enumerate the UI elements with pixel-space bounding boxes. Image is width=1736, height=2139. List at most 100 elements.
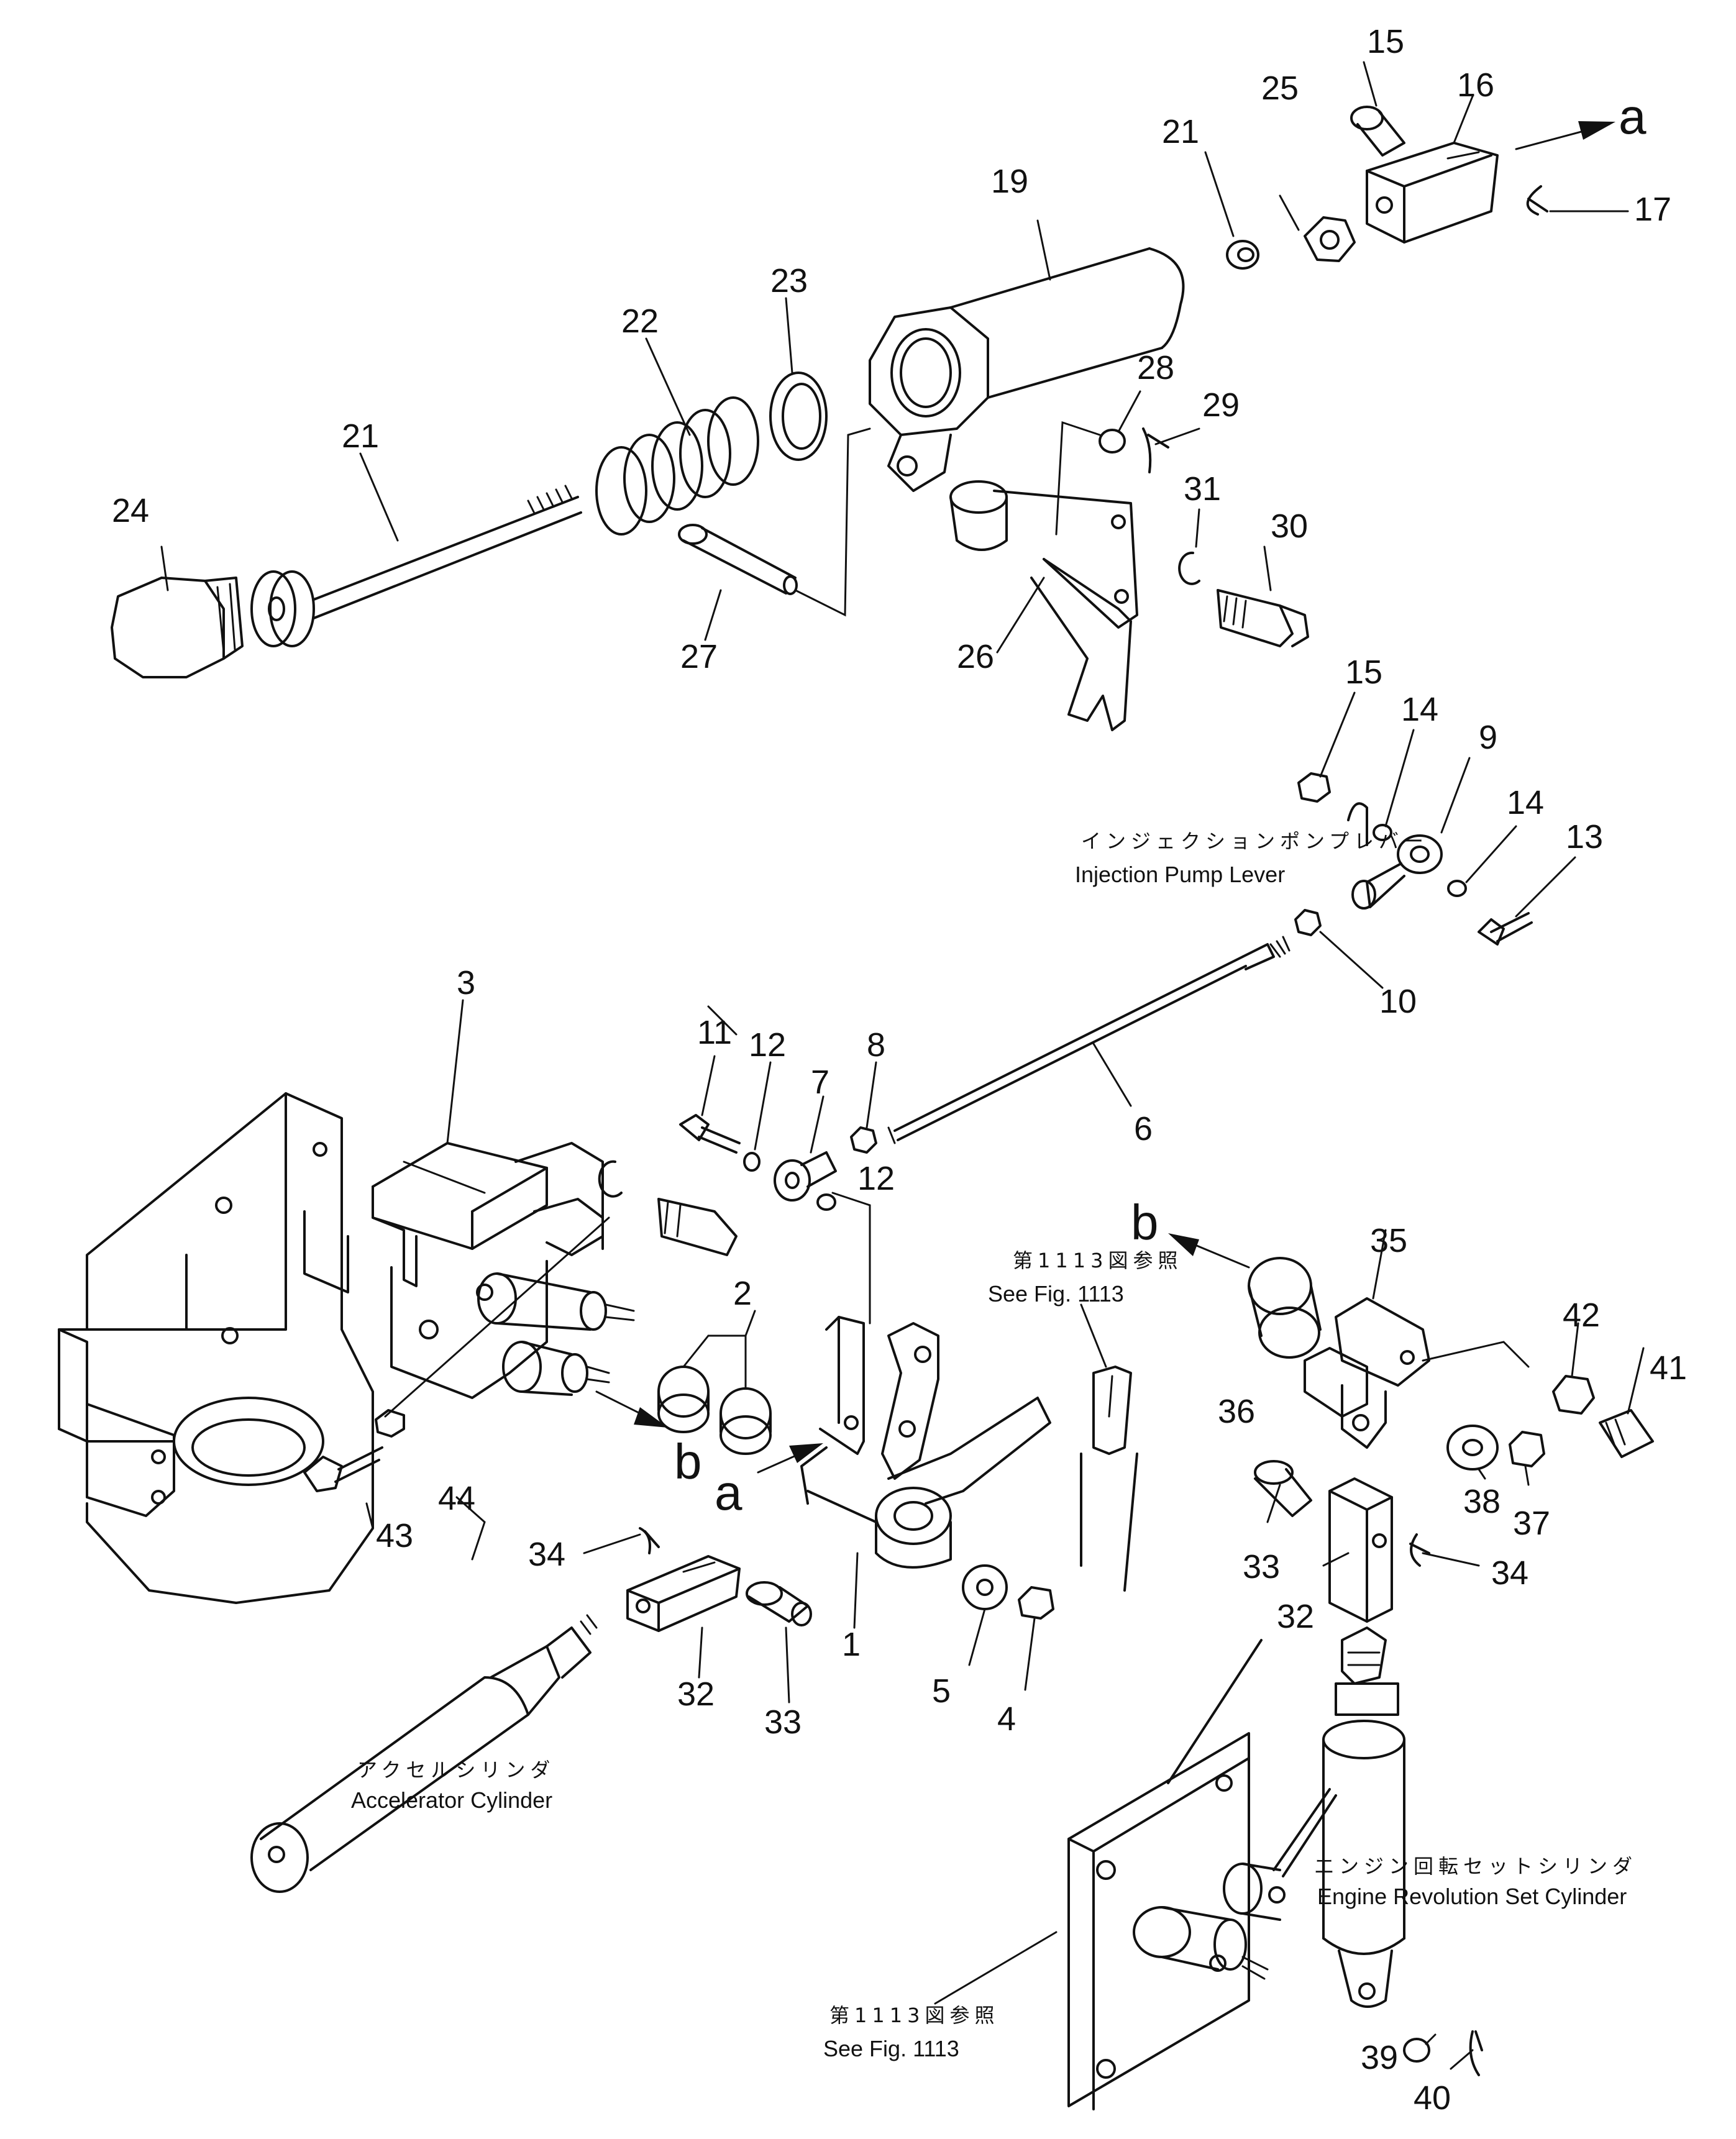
part-pin-27 — [678, 524, 798, 595]
label-23: 23 — [770, 262, 808, 299]
label-27: 27 — [680, 638, 718, 675]
see-fig-1113-upper-connector — [1080, 1366, 1138, 1592]
part-nut-25 — [1304, 216, 1356, 262]
part-clevis-16 — [1366, 142, 1499, 244]
part-washer-39 — [1403, 2038, 1430, 2063]
part-washer-12a — [743, 1152, 761, 1172]
part-number-labels: 15 16 17 25 21 19 23 22 21 24 27 26 28 2… — [112, 23, 1687, 2117]
label-31: 31 — [1184, 470, 1221, 508]
part-cotter-34b — [1409, 1533, 1430, 1567]
letter-a-mid: a — [715, 1465, 742, 1520]
part-cylinder-19 — [869, 247, 1185, 492]
label-14b: 14 — [1507, 784, 1544, 821]
label-22: 22 — [621, 303, 659, 340]
part-bolt-11 — [679, 1114, 741, 1154]
label-2: 2 — [733, 1275, 752, 1312]
part-plate-3 — [372, 1142, 604, 1399]
part-pin-33b — [1254, 1460, 1312, 1517]
letter-b-left: b — [674, 1434, 702, 1489]
label-15: 15 — [1345, 654, 1382, 691]
svg-text:第1113図参照: 第1113図参照 — [829, 2004, 999, 2027]
part-snap-ring-31 — [1178, 551, 1200, 585]
part-clevis-32a — [626, 1555, 741, 1632]
label-39: 39 — [1361, 2039, 1398, 2076]
arrow-a-mid — [757, 1443, 823, 1474]
label-29: 29 — [1202, 386, 1240, 424]
label-18: 17 — [1634, 191, 1671, 228]
part-nut-8 — [850, 1126, 877, 1154]
svg-text:第1113図参照: 第1113図参照 — [1013, 1249, 1182, 1272]
part-collar-20 — [1226, 240, 1259, 270]
label-37: 37 — [1513, 1505, 1550, 1542]
label-21: 21 — [342, 417, 379, 455]
leader-lines — [160, 61, 1645, 2070]
part-cotter-34a — [639, 1527, 660, 1554]
pivot-shafts — [477, 1272, 635, 1396]
letter-b-right: b — [1131, 1195, 1159, 1250]
part-nut-4 — [1018, 1586, 1054, 1620]
part-bolt-41 — [1599, 1409, 1654, 1458]
part-washer-12b — [816, 1193, 836, 1211]
label-25: 25 — [1261, 70, 1299, 107]
label-40: 40 — [1414, 2079, 1451, 2117]
accelerator-cylinder-body — [250, 1614, 598, 1893]
caption-accelerator-cylinder: アクセルシリンダ Accelerator Cylinder — [351, 1758, 555, 1813]
label-28: 28 — [1137, 349, 1174, 386]
part-nut-42 — [1552, 1375, 1595, 1415]
label-3: 3 — [457, 964, 475, 1001]
part-washer-14b — [1447, 880, 1467, 897]
label-34a: 34 — [528, 1536, 565, 1573]
part-rod-end-9 — [1351, 834, 1443, 910]
label-10: 10 — [1379, 983, 1417, 1020]
part-nut-10 — [1294, 909, 1322, 936]
label-13: 13 — [1566, 818, 1603, 855]
engine-revolution-set-cylinder-body — [1272, 1626, 1405, 2008]
part-washer-28 — [1099, 429, 1126, 454]
part-bolt-30 — [1217, 589, 1309, 647]
label-44: 44 — [438, 1480, 475, 1517]
arrow-b-right — [1168, 1233, 1250, 1269]
part-pin-17 — [1350, 106, 1405, 157]
label-32b: 32 — [1277, 1598, 1314, 1635]
part-bolt-13 — [1478, 912, 1533, 946]
injection-pump-lever-sketch — [1347, 802, 1368, 846]
part-bushing-36 — [1248, 1257, 1322, 1359]
label-16: 16 — [1457, 66, 1494, 104]
letter-a-top: a — [1619, 89, 1647, 144]
label-12b: 12 — [857, 1160, 895, 1197]
label-41: 41 — [1650, 1349, 1687, 1387]
svg-text:See Fig. 1113: See Fig. 1113 — [988, 1281, 1124, 1307]
label-43: 43 — [376, 1517, 413, 1554]
label-1: 1 — [842, 1626, 861, 1663]
part-plug-24 — [111, 577, 244, 678]
part-washer-5 — [962, 1564, 1008, 1610]
label-36: 36 — [1218, 1393, 1255, 1430]
arrow-a-top — [1515, 121, 1615, 150]
label-42: 42 — [1563, 1297, 1600, 1334]
label-4: 4 — [997, 1700, 1016, 1738]
caption-engine-revolution-set-cylinder: エンジン回転セットシリンダ Engine Revolution Set Cyli… — [1314, 1854, 1632, 1909]
part-cotter-18 — [1526, 185, 1548, 216]
svg-text:Injection Pump Lever: Injection Pump Lever — [1075, 862, 1285, 887]
label-8: 8 — [867, 1026, 885, 1064]
svg-text:See Fig. 1113: See Fig. 1113 — [823, 2036, 959, 2061]
part-rod-6 — [887, 936, 1291, 1144]
svg-text:インジェクションポンプレバー: インジェクションポンプレバー — [1081, 829, 1428, 853]
label-26: 26 — [957, 638, 994, 675]
part-clevis-32b — [1328, 1477, 1393, 1623]
part-mounting-bracket — [58, 1092, 374, 1604]
svg-text:Engine Revolution Set Cylinder: Engine Revolution Set Cylinder — [1317, 1884, 1627, 1909]
label-24: 24 — [112, 492, 149, 529]
caption-injection-pump-lever: インジェクションポンプレバー Injection Pump Lever — [1075, 829, 1428, 887]
part-nut-44 — [375, 1409, 405, 1438]
label-14a: 14 — [1401, 691, 1438, 728]
part-lever-1 — [800, 1316, 1051, 1569]
part-lever-35 — [1304, 1297, 1430, 1449]
see-fig-1113-lower-plate — [1067, 1639, 1286, 2110]
label-30: 30 — [1271, 508, 1308, 545]
label-9: 9 — [1479, 719, 1497, 756]
svg-text:アクセルシリンダ: アクセルシリンダ — [357, 1758, 555, 1782]
part-rod-end-7 — [774, 1151, 837, 1202]
label-6: 6 — [1134, 1110, 1153, 1147]
